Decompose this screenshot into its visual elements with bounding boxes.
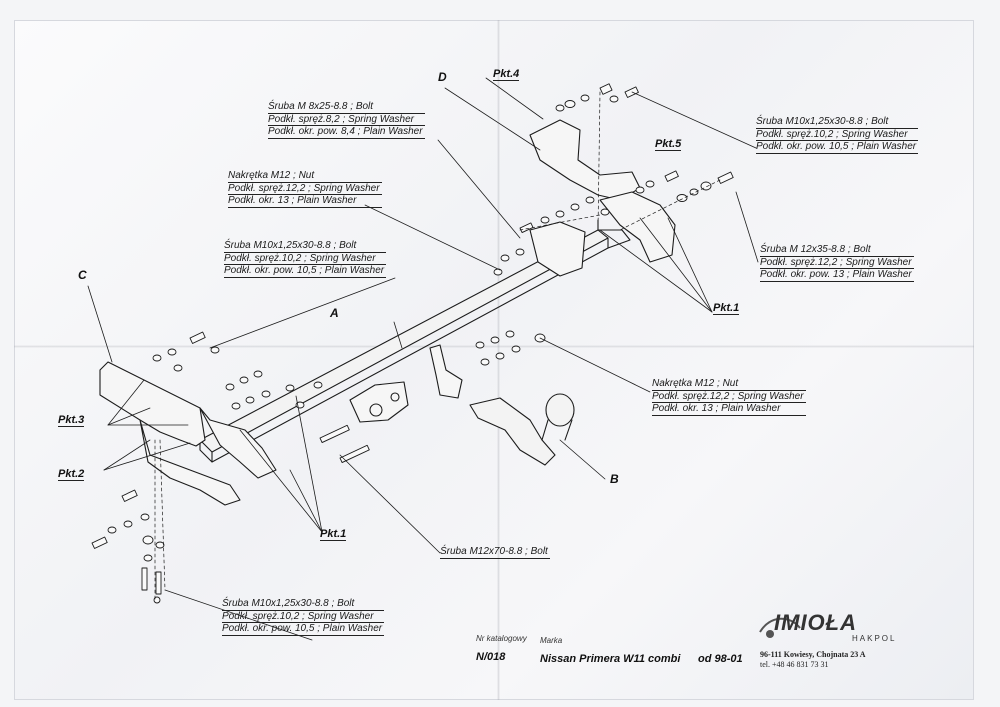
callout-line: Podkł. okr. 13 ; Plain Washer	[228, 195, 382, 208]
part-letter-c: C	[78, 268, 87, 282]
callout-bolt-m8: Śruba M 8x25-8.8 ; Bolt Podkł. spręż.8,2…	[268, 101, 425, 139]
fold-crease-vertical	[497, 20, 500, 700]
catalog-caption: Nr katalogowy	[476, 634, 527, 643]
crumpled-paper	[14, 20, 974, 700]
callout-line: Śruba M10x1,25x30-8.8 ; Bolt	[756, 116, 919, 129]
crossbar-a	[199, 219, 631, 463]
company-phone: tel. +48 46 831 73 31	[760, 660, 829, 669]
callout-line: Nakrętka M12 ; Nut	[228, 170, 382, 183]
point-label-3: Pkt.3	[58, 414, 85, 427]
center-plates	[349, 344, 463, 423]
part-letter-d: D	[438, 70, 447, 84]
point-label-5: Pkt.5	[655, 138, 682, 151]
callout-line: Podkł. okr. 13 ; Plain Washer	[652, 403, 806, 416]
point-label-4: Pkt.4	[493, 68, 520, 81]
towball-b	[469, 393, 575, 466]
fold-crease-horizontal	[14, 345, 974, 348]
callout-line: Podkł. okr. pow. 10,5 ; Plain Washer	[756, 141, 919, 154]
vehicle-model: Nissan Primera W11 combi	[540, 653, 681, 665]
callout-line: Podkł. spręż.12,2 ; Spring Washer	[652, 390, 806, 403]
callout-nut-m12-top: Nakrętka M12 ; Nut Podkł. spręż.12,2 ; S…	[228, 170, 382, 208]
part-letter-b: B	[610, 472, 619, 486]
point-label-1-right: Pkt.1	[713, 302, 740, 315]
callout-line: Podkł. okr. pow. 10,5 ; Plain Washer	[222, 623, 385, 636]
callout-line: Podkł. okr. pow. 10,5 ; Plain Washer	[224, 265, 387, 278]
callout-line: Podkł. spręż.12,2 ; Spring Washer	[228, 182, 382, 195]
callout-line: Podkł. spręż.10,2 ; Spring Washer	[222, 611, 385, 623]
point-label-1-left: Pkt.1	[320, 528, 347, 541]
production-date: od 98-01	[698, 653, 743, 665]
callout-bolt-m10-left: Śruba M10x1,25x30-8.8 ; Bolt Podkł. sprę…	[224, 240, 387, 278]
callout-line: Podkł. spręż.10,2 ; Spring Washer	[224, 253, 387, 265]
company-logo-sub: HAKPOL	[852, 634, 897, 643]
company-address: 96-111 Kowiesy, Chojnata 23 A	[760, 650, 866, 659]
callout-bolt-m12x70: Śruba M12x70-8.8 ; Bolt	[440, 546, 550, 559]
callout-line: Podkł. spręż.8,2 ; Spring Washer	[268, 114, 425, 126]
callout-line: Podkł. spręż.12,2 ; Spring Washer	[760, 257, 914, 269]
leader-lines	[87, 77, 759, 641]
callout-line: Śruba M12x70-8.8 ; Bolt	[440, 546, 550, 559]
catalog-number: N/018	[476, 651, 506, 663]
callout-bolt-m10-bottom: Śruba M10x1,25x30-8.8 ; Bolt Podkł. sprę…	[222, 598, 385, 636]
callout-line: Śruba M 8x25-8.8 ; Bolt	[268, 101, 425, 114]
callout-line: Nakrętka M12 ; Nut	[652, 378, 806, 391]
callout-line: Podkł. okr. pow. 8,4 ; Plain Washer	[268, 126, 425, 139]
fasteners	[91, 83, 734, 604]
callout-line: Śruba M 12x35-8.8 ; Bolt	[760, 244, 914, 257]
assembly-axes	[154, 91, 721, 601]
company-logo: IMIOŁA	[774, 610, 857, 635]
callout-line: Śruba M10x1,25x30-8.8 ; Bolt	[224, 240, 387, 253]
brand-caption: Marka	[540, 636, 563, 645]
callout-bolt-m12x35: Śruba M 12x35-8.8 ; Bolt Podkł. spręż.12…	[760, 244, 914, 282]
callout-line: Podkł. okr. pow. 13 ; Plain Washer	[760, 269, 914, 282]
right-bracket-d	[529, 119, 676, 277]
callout-line: Śruba M10x1,25x30-8.8 ; Bolt	[222, 598, 385, 611]
callout-nut-m12-right: Nakrętka M12 ; Nut Podkł. spręż.12,2 ; S…	[652, 378, 806, 416]
callout-line: Podkł. spręż.10,2 ; Spring Washer	[756, 129, 919, 141]
point-label-2: Pkt.2	[58, 468, 85, 481]
part-letter-a: A	[330, 306, 339, 320]
callout-bolt-m10-top-right: Śruba M10x1,25x30-8.8 ; Bolt Podkł. sprę…	[756, 116, 919, 154]
